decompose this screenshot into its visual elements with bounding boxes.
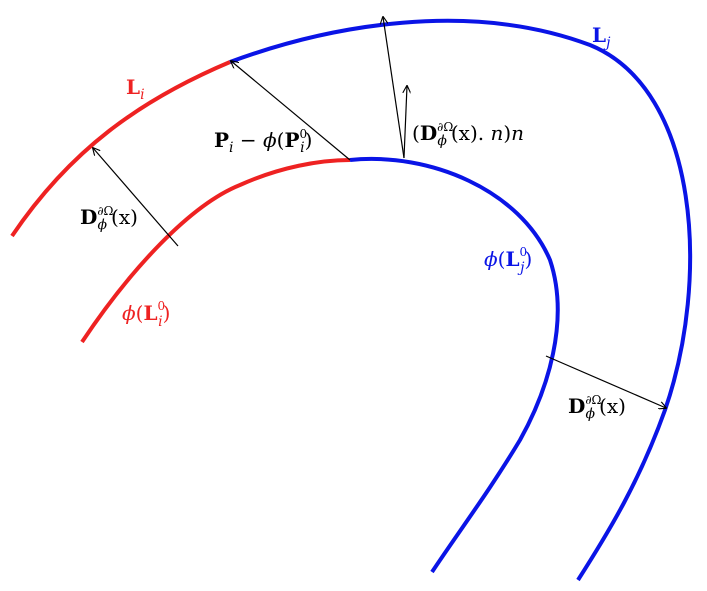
label-Lj: Lj <box>592 23 611 51</box>
arrow-P-diff <box>231 61 351 161</box>
curve-phi-Li0 <box>80 158 351 344</box>
curve-phi-Lj0 <box>349 157 560 574</box>
label-Li: Li <box>126 75 145 103</box>
curve-Li <box>10 60 231 238</box>
arrow-D-right <box>545 355 666 408</box>
arrow-normal-short <box>404 86 407 159</box>
curve-Lj <box>229 18 693 582</box>
arrow-D-left <box>93 148 179 247</box>
arrow-normal-long <box>383 17 405 159</box>
